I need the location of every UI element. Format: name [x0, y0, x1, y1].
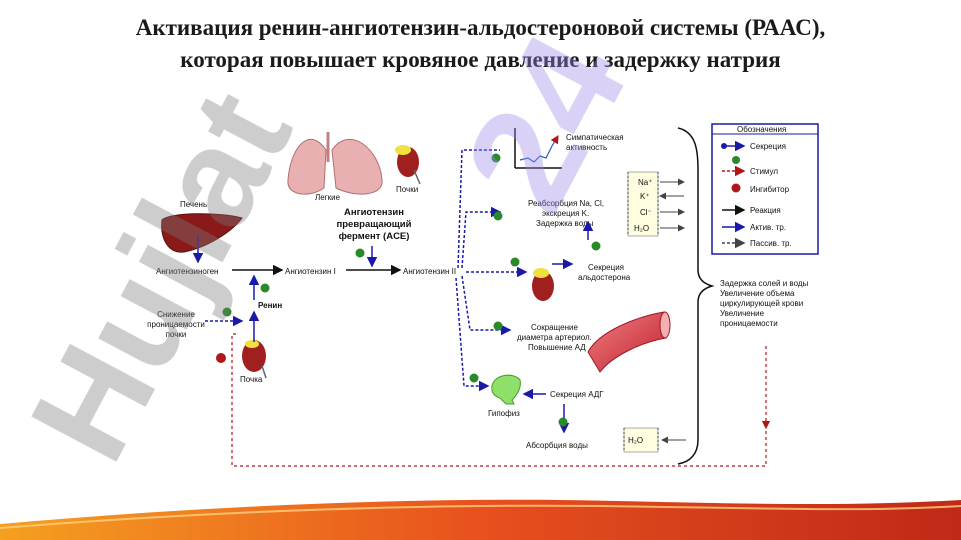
legend-passive: Пассив. тр. [750, 239, 792, 248]
kidneys-icon [395, 145, 421, 185]
summary-line-4: Увеличение [720, 309, 765, 318]
perfusion-label-3: почки [166, 330, 187, 339]
ace-label-2: превращающий [337, 219, 412, 230]
legend-reaction: Реакция [750, 206, 781, 215]
ion-k: K⁺ [640, 192, 650, 201]
blood-vessel-icon [587, 311, 671, 373]
liver-label: Печень [180, 200, 207, 209]
ace-label-1: Ангиотензин [344, 207, 404, 218]
title-line-2: которая повышает кровяное давление и зад… [180, 47, 781, 72]
stimulus-icon [222, 307, 232, 317]
title-line-1: Активация ренин-ангиотензин-альдостероно… [135, 15, 826, 40]
water-absorption-label: Абсорбция воды [526, 441, 588, 450]
summary-bracket [677, 127, 715, 465]
feedback-loop-line [231, 333, 767, 467]
aldosterone-label-1: Секреция [588, 263, 624, 272]
kidney-label: Почка [240, 375, 263, 384]
pituitary-label: Гипофиз [488, 409, 520, 418]
kidney-icon [242, 310, 267, 379]
ion-na: Na⁺ [638, 178, 652, 187]
aldosterone-label-2: альдостерона [578, 273, 631, 282]
stimulus-icon [491, 153, 501, 163]
stimulus-icon [510, 257, 520, 267]
reabsorption-label-1: Реабсорбция Na, Cl, [528, 199, 604, 208]
pituitary-icon [491, 374, 521, 405]
angiotensin2-label: Ангиотензин II [403, 267, 456, 276]
water-box [623, 427, 686, 453]
watermark-text-2: 24 [432, 9, 659, 235]
lungs-icon [287, 132, 383, 195]
adh-label: Секреция АДГ [550, 390, 604, 399]
stimulus-icon [493, 321, 503, 331]
reabsorption-label-2: экскреция K. [542, 209, 589, 218]
stimulus-icon [469, 373, 479, 383]
stimulus-icon [355, 248, 365, 258]
renin-label: Ренин [258, 301, 282, 310]
stimulus-icon [493, 211, 503, 221]
watermark: Hujlat 24 [0, 9, 659, 484]
legend [711, 123, 819, 255]
angiotensin1-label: Ангиотензин I [285, 267, 336, 276]
stimulus-icon [260, 283, 270, 293]
summary-line-1: Задержка солей и воды [720, 279, 809, 288]
ion-cl: Cl⁻ [640, 208, 652, 217]
bottom-wave-decoration [0, 499, 961, 540]
summary-line-3: циркулирующей крови [720, 299, 803, 308]
legend-secretion: Секреция [750, 142, 786, 151]
kidneys-label: Почки [396, 185, 418, 194]
ion-channel-box [627, 171, 685, 237]
legend-stimulus: Стимул [750, 167, 778, 176]
ion-h2o: H₂O [634, 224, 649, 233]
legend-inhibitor: Ингибитор [750, 185, 790, 194]
legend-title: Обозначения [737, 125, 786, 134]
slide-title: Активация ренин-ангиотензин-альдостероно… [0, 12, 961, 76]
sympathetic-label-2: активность [566, 143, 607, 152]
reabsorption-label-3: Задержка воды [536, 219, 594, 228]
summary-line-5: проницаемости [720, 319, 778, 328]
perfusion-label-2: проницаемости [147, 320, 205, 329]
water-box-label: H₂O [628, 436, 643, 445]
lungs-label: Легкие [315, 193, 341, 202]
adrenal-gland-icon [532, 268, 554, 301]
angiotensinogen-label: Ангиотензиноген [156, 267, 218, 276]
sympathetic-label-1: Симпатическая [566, 133, 624, 142]
vasoconstriction-label-2: диаметра артериол. [517, 333, 592, 342]
summary-line-2: Увеличение объема [720, 289, 795, 298]
vasoconstriction-label-1: Сокращение [531, 323, 578, 332]
ace-label-3: фермент (ACE) [339, 231, 410, 242]
legend-active: Актив. тр. [750, 223, 786, 232]
inhibitor-icon [216, 353, 226, 363]
vasoconstriction-label-3: Повышение АД [528, 343, 586, 352]
watermark-text-1: Hujlat [0, 67, 321, 484]
stimulus-icon [591, 241, 601, 251]
sympathetic-graph-icon [514, 128, 562, 169]
stimulus-icon [558, 417, 568, 427]
perfusion-label-1: Снижение [157, 310, 195, 319]
liver-icon [161, 213, 243, 253]
